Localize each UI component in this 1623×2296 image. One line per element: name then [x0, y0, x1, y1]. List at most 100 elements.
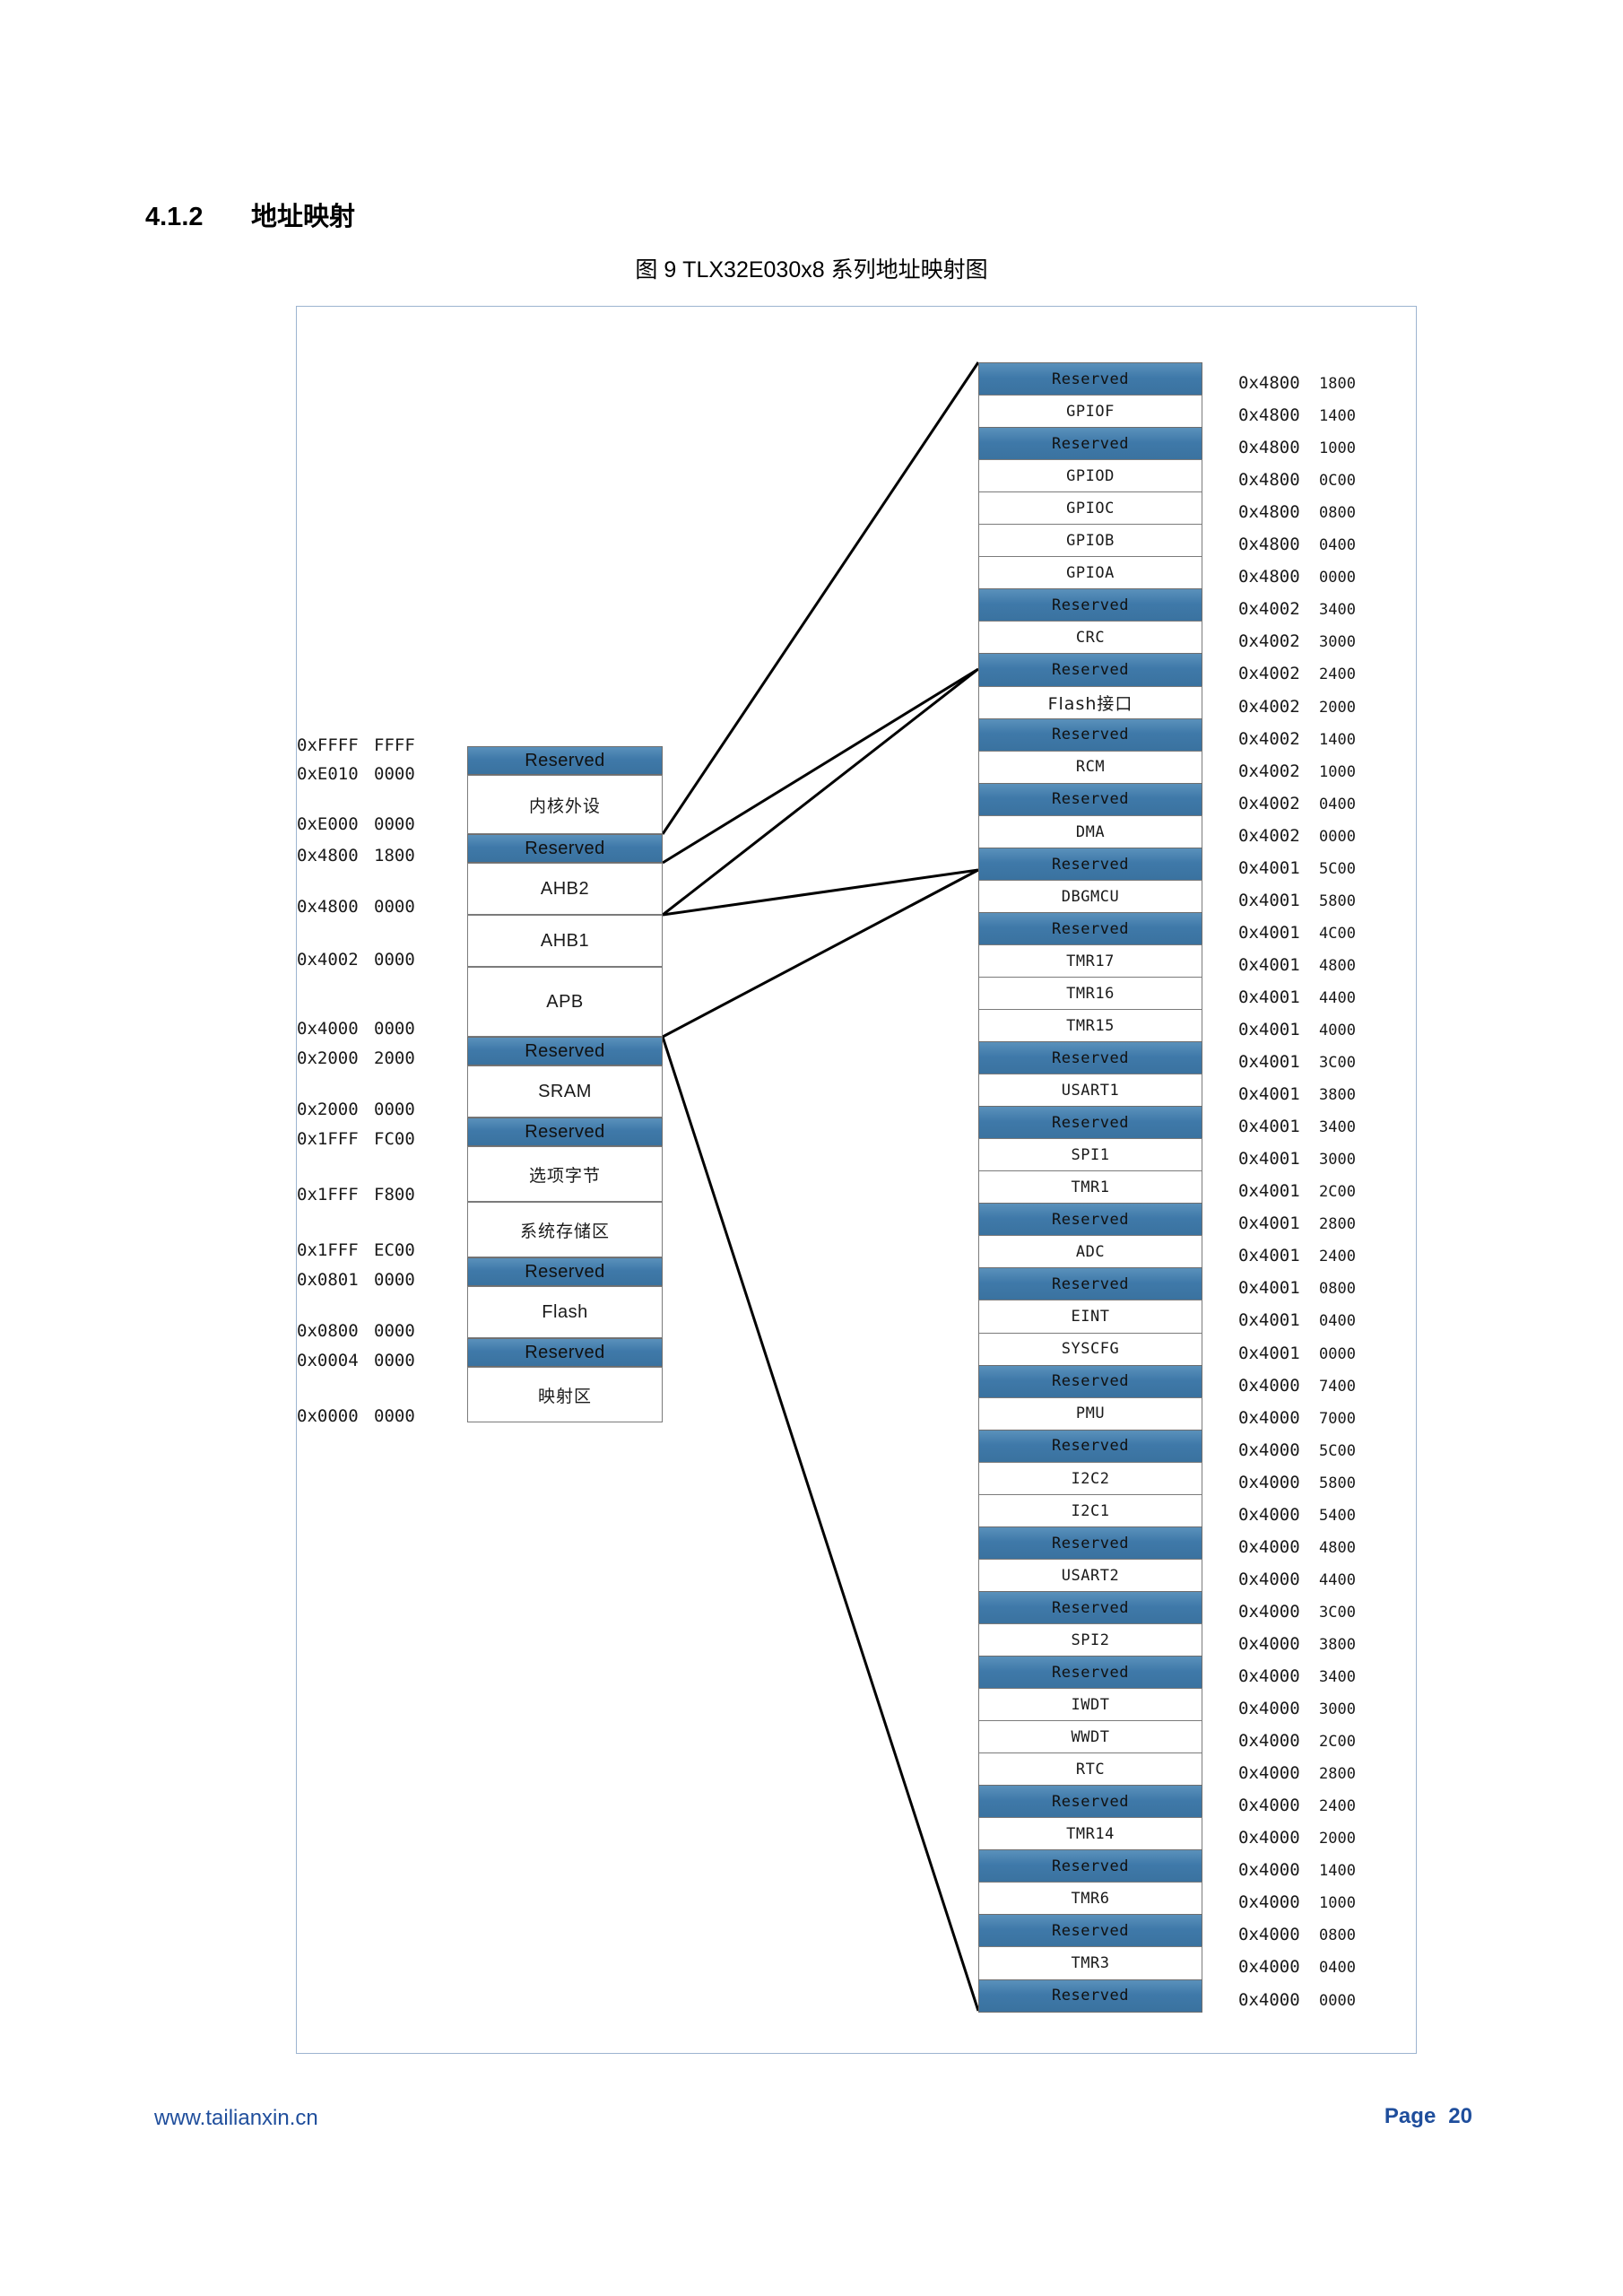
overview-row-region: AHB1 — [467, 915, 663, 967]
address-high: 0x4800 — [297, 897, 359, 917]
address-low: 5C00 — [1319, 1441, 1356, 1460]
address-high: 0x4800 — [1238, 470, 1300, 491]
address-high: 0x4000 — [1238, 1633, 1300, 1654]
address-low: 1800 — [374, 846, 415, 865]
address-low: 1400 — [1319, 1862, 1356, 1881]
address-high: 0x4002 — [1238, 631, 1300, 652]
address-low: 0000 — [374, 1270, 415, 1290]
peripheral-row-block: GPIOF — [978, 395, 1202, 429]
address-low: 5C00 — [1319, 859, 1356, 878]
overview-row-region: Flash — [467, 1286, 663, 1338]
peripheral-row-reserved: Reserved — [978, 1656, 1202, 1690]
address-low: 0800 — [1319, 1280, 1356, 1299]
peripheral-row-block: I2C2 — [978, 1461, 1202, 1496]
figure-caption: 图 9 TLX32E030x8 系列地址映射图 — [635, 257, 988, 283]
address-low: 1000 — [1319, 439, 1356, 458]
peripheral-row-block: GPIOB — [978, 524, 1202, 558]
address-high: 0x1FFF — [297, 1240, 359, 1260]
address-high: 0x4002 — [1238, 728, 1300, 749]
peripheral-row-block: EINT — [978, 1300, 1202, 1335]
address-low: 3800 — [1319, 1086, 1356, 1105]
address-high: 0x4001 — [1238, 1020, 1300, 1039]
address-low: 2000 — [1319, 1830, 1356, 1848]
address-low: 0000 — [374, 950, 415, 970]
footer-website-link[interactable]: www.tailianxin.cn — [154, 2106, 318, 2130]
address-high: 0x4000 — [1238, 1731, 1300, 1752]
address-low: 0000 — [374, 1406, 415, 1426]
address-low: 1400 — [1319, 407, 1356, 426]
address-high: 0x4002 — [297, 950, 359, 970]
overview-row-region: APB — [467, 967, 663, 1037]
address-low: 0C00 — [1319, 472, 1356, 491]
peripheral-address-label: 0x4001 4000 — [1238, 1020, 1356, 1039]
overview-row-region: AHB2 — [467, 863, 663, 915]
overview-row-region: 内核外设 — [467, 775, 663, 834]
address-low: 0000 — [374, 814, 415, 834]
address-high: 0x4000 — [1238, 1828, 1300, 1848]
address-high: 0x4000 — [1238, 1439, 1300, 1460]
page-label: Page — [1384, 2104, 1436, 2128]
address-high: 0x4000 — [297, 1019, 359, 1039]
address-low: 0000 — [374, 897, 415, 917]
address-high: 0x1FFF — [297, 1185, 359, 1205]
address-high: 0x4001 — [1238, 1117, 1300, 1137]
address-low: 0000 — [1319, 1344, 1356, 1363]
address-low: 0400 — [1319, 1959, 1356, 1978]
address-high: 0x4001 — [1238, 1181, 1300, 1202]
address-high: 0x4000 — [1238, 1569, 1300, 1589]
address-low: 2000 — [374, 1048, 415, 1068]
address-high: 0x4800 — [1238, 373, 1300, 393]
address-high: 0x4002 — [1238, 825, 1300, 846]
address-high: 0x4001 — [1238, 1343, 1300, 1363]
address-high: 0x4001 — [1238, 1084, 1300, 1105]
address-high: 0x4001 — [1238, 1149, 1300, 1170]
address-high: 0x4002 — [1238, 761, 1300, 781]
address-low: 5800 — [1319, 1474, 1356, 1492]
address-high: 0x4000 — [1238, 1666, 1300, 1686]
peripheral-row-block: TMR17 — [978, 944, 1202, 978]
address-high: 0x1FFF — [297, 1129, 359, 1149]
section-number: 4.1.2 — [145, 203, 204, 231]
address-high: 0x0000 — [297, 1406, 359, 1426]
address-low: 0400 — [1319, 1312, 1356, 1331]
peripheral-row-block: IWDT — [978, 1688, 1202, 1722]
address-low: 2C00 — [1319, 1183, 1356, 1202]
address-low: 2800 — [1319, 1765, 1356, 1784]
address-low: 4400 — [1319, 988, 1356, 1007]
address-low: 4000 — [1319, 1022, 1356, 1039]
address-high: 0x2000 — [297, 1048, 359, 1068]
address-low: 0000 — [374, 764, 415, 784]
peripheral-address-label: 0x4001 0000 — [1238, 1344, 1356, 1363]
address-low: 0800 — [1319, 1926, 1356, 1945]
address-high: 0x4000 — [1238, 1763, 1300, 1784]
address-high: 0x4001 — [1238, 1213, 1300, 1234]
peripheral-row-block: GPIOC — [978, 491, 1202, 526]
overview-row-region: 选项字节 — [467, 1146, 663, 1202]
address-low: FFFF — [374, 735, 415, 755]
peripheral-row-block: USART2 — [978, 1558, 1202, 1593]
peripheral-row-reserved: Reserved — [978, 1590, 1202, 1625]
peripheral-address-label: 0x4000 5C00 — [1238, 1440, 1356, 1460]
overview-row-region: SRAM — [467, 1065, 663, 1118]
peripheral-row-block: DBGMCU — [978, 879, 1202, 914]
